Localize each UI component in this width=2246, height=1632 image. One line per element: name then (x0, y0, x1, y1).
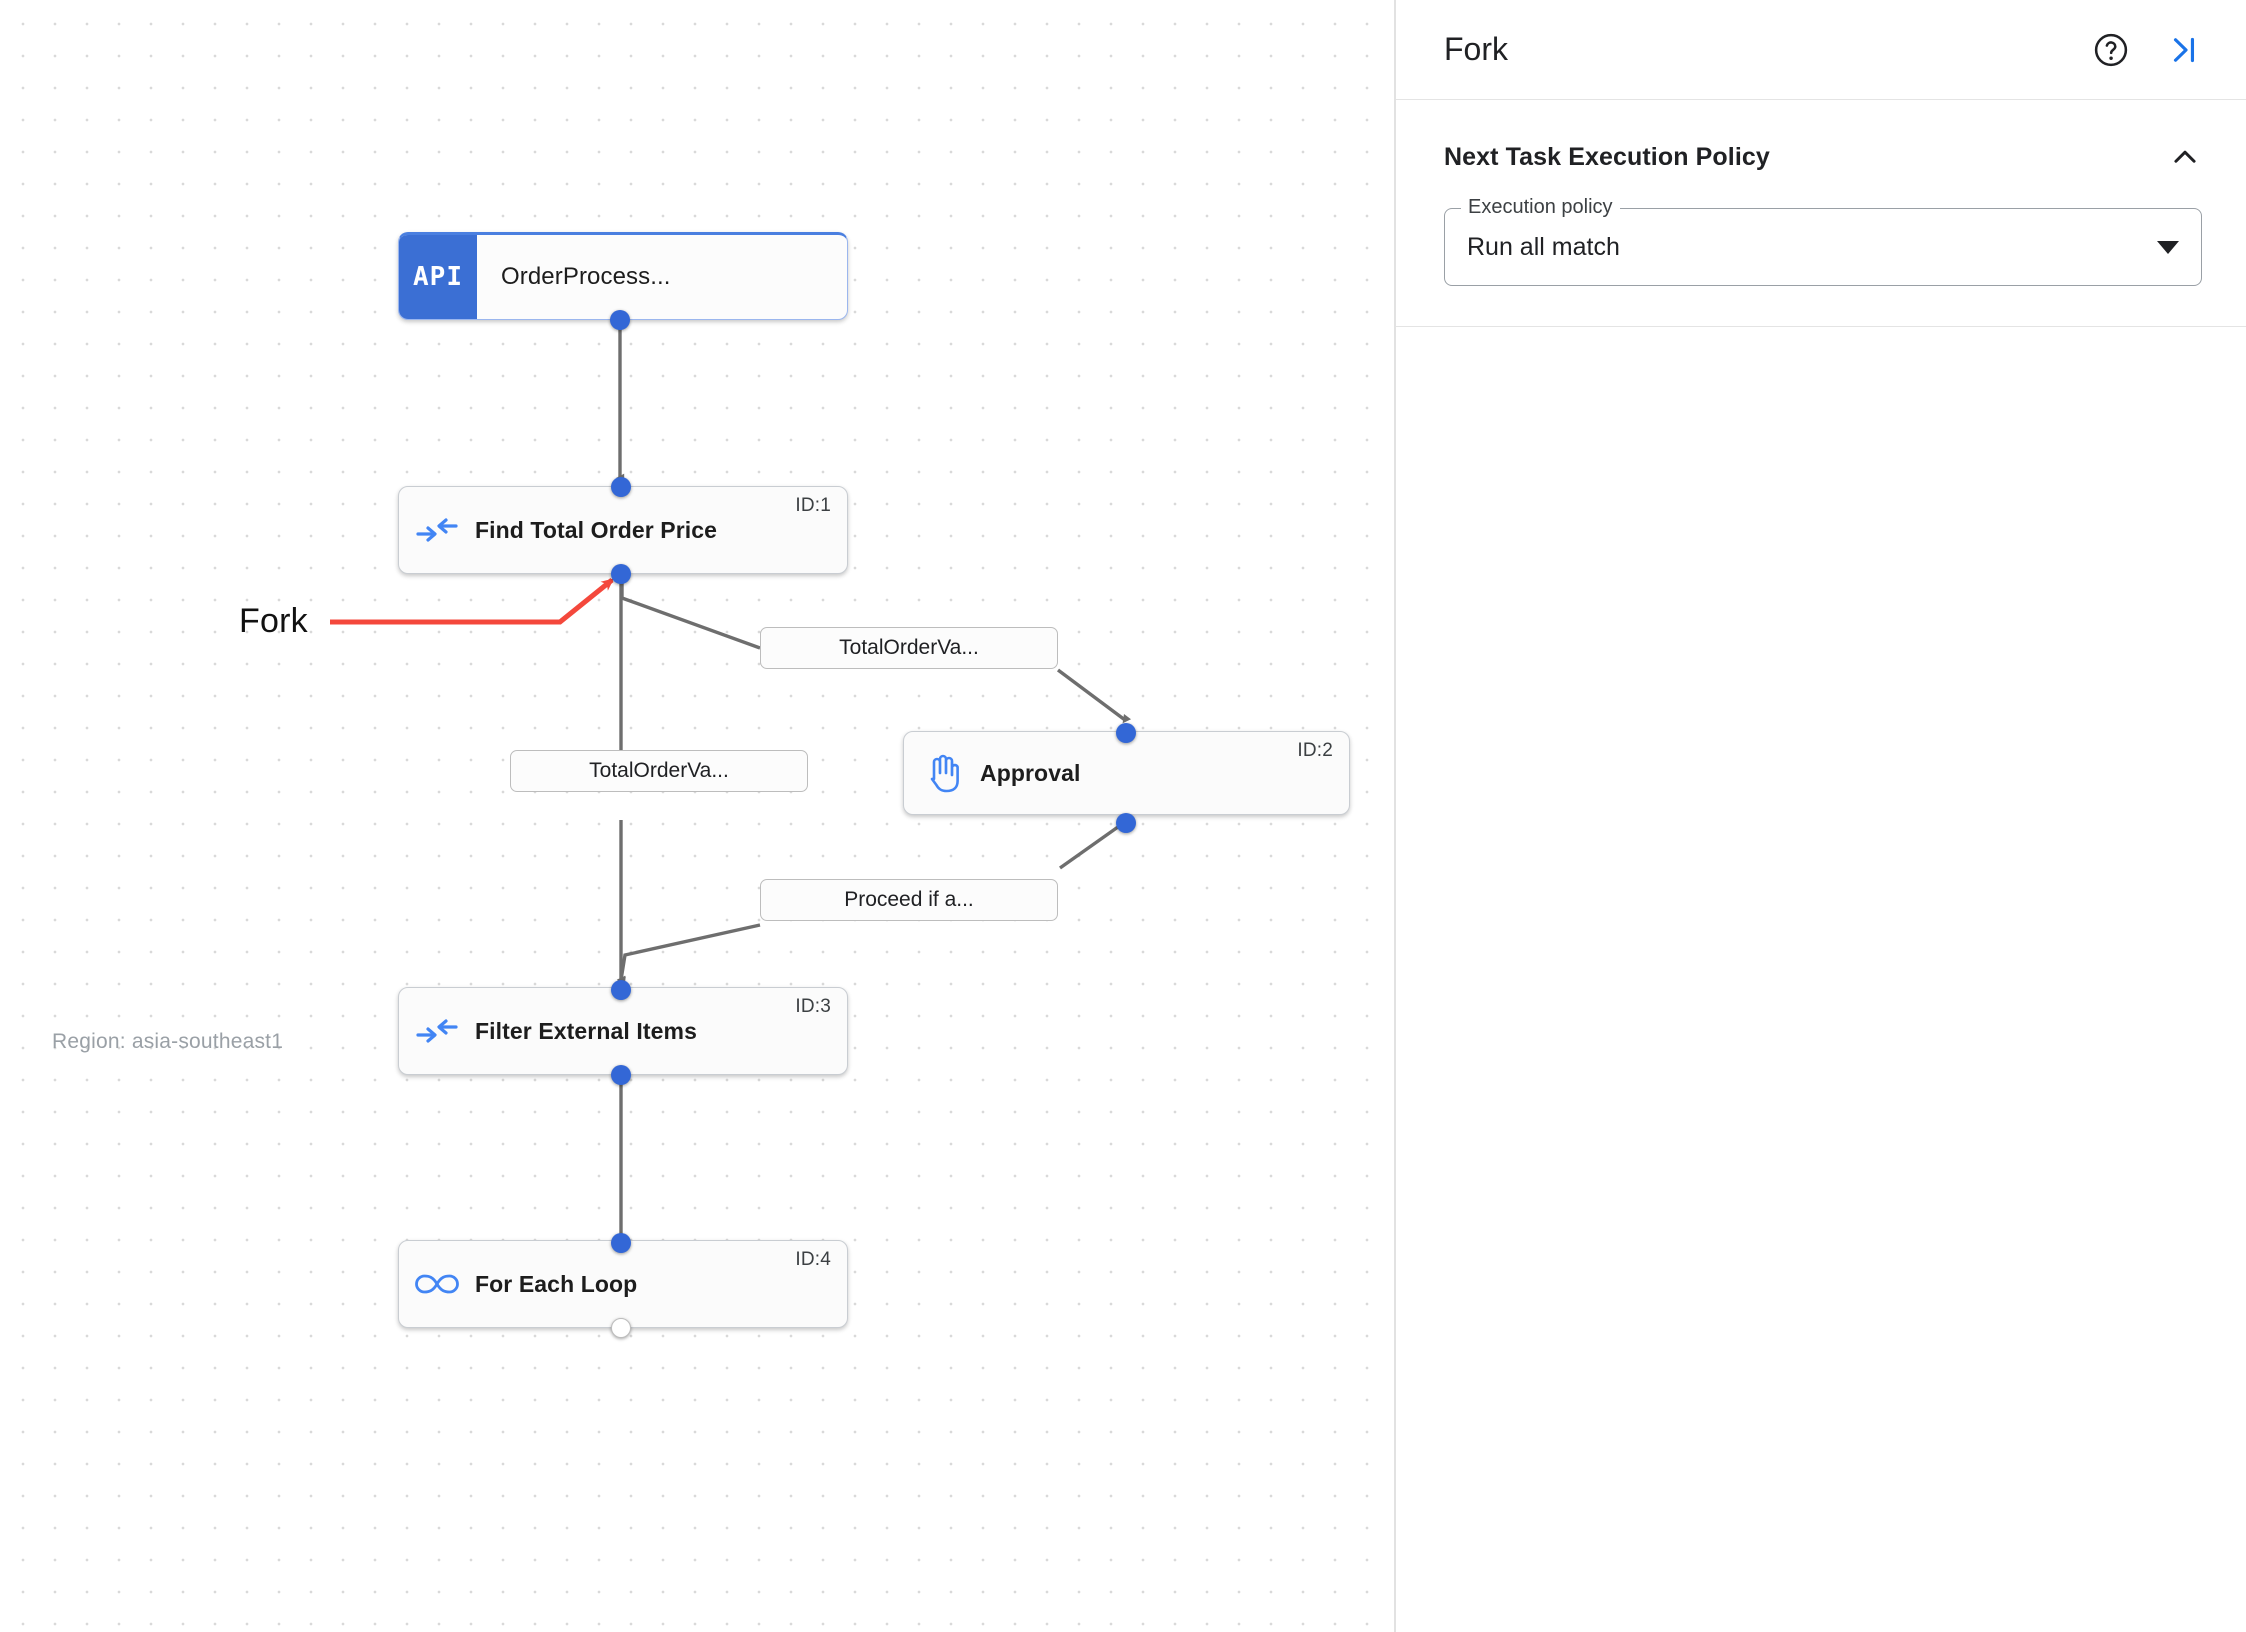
node-id-badge: ID:2 (1297, 740, 1333, 761)
raised-hand-icon (904, 753, 980, 793)
section-title: Next Task Execution Policy (1444, 142, 1770, 171)
node-for-each-loop[interactable]: For Each Loop ID:4 (398, 1240, 848, 1328)
node-input-dot-approval[interactable] (1116, 723, 1136, 743)
properties-panel: Fork Next Task Execution Policy (1396, 0, 2246, 1632)
node-filter-external-items[interactable]: Filter External Items ID:3 (398, 987, 848, 1075)
node-title: Approval (980, 759, 1081, 786)
node-id-badge: ID:3 (795, 996, 831, 1017)
workflow-canvas[interactable]: Fork API OrderProcess... Find T (0, 0, 1396, 1632)
node-input-dot-task3[interactable] (611, 980, 631, 1000)
node-output-dot-approval[interactable] (1116, 813, 1136, 833)
merge-arrows-icon (399, 517, 475, 543)
chevron-up-icon[interactable] (2168, 140, 2202, 174)
node-id-badge: ID:4 (795, 1249, 831, 1270)
help-circle-icon[interactable] (2084, 23, 2138, 77)
annotation-arrow (330, 578, 614, 625)
node-title: OrderProcess... (501, 263, 671, 290)
panel-header: Fork (1396, 0, 2246, 100)
api-icon: API (399, 235, 477, 319)
node-output-dot-task4[interactable] (611, 1318, 631, 1338)
edge-label-condition-direct[interactable]: TotalOrderVa... (510, 750, 808, 792)
node-title: Find Total Order Price (475, 516, 718, 543)
next-task-execution-policy-section: Next Task Execution Policy Execution pol… (1396, 100, 2246, 327)
collapse-panel-icon[interactable] (2156, 23, 2210, 77)
node-find-total-order-price[interactable]: Find Total Order Price ID:1 (398, 486, 848, 574)
execution-policy-select[interactable]: Execution policy Run all match (1444, 196, 2202, 286)
edge-proceed-label-to-task3 (617, 923, 761, 986)
node-approval[interactable]: Approval ID:2 (903, 731, 1350, 815)
node-input-dot-task1[interactable] (611, 477, 631, 497)
execution-policy-label: Execution policy (1461, 196, 1620, 219)
edge-task1-to-approval (620, 578, 761, 650)
fork-annotation-label: Fork (239, 602, 308, 640)
node-output-dot-trigger[interactable] (610, 310, 630, 330)
node-id-badge: ID:1 (795, 495, 831, 516)
edge-connector-layer (330, 322, 1132, 1243)
node-input-dot-task4[interactable] (611, 1233, 631, 1253)
section-header[interactable]: Next Task Execution Policy (1444, 140, 2202, 174)
caret-down-icon[interactable] (2157, 240, 2179, 254)
node-title: Filter External Items (475, 1017, 697, 1044)
edge-approval-label-to-approval (1056, 668, 1132, 724)
infinity-icon (399, 1272, 475, 1296)
merge-arrows-icon (399, 1018, 475, 1044)
node-order-process-trigger[interactable]: API OrderProcess... (398, 232, 848, 320)
execution-policy-value: Run all match (1467, 232, 1620, 261)
node-output-dot-task1[interactable] (611, 564, 631, 584)
panel-title: Fork (1444, 31, 1508, 67)
region-label: Region: asia-southeast1 (52, 1030, 284, 1053)
node-output-dot-task3[interactable] (611, 1065, 631, 1085)
node-title: For Each Loop (475, 1270, 638, 1297)
edge-label-condition-proceed[interactable]: Proceed if a... (760, 879, 1058, 921)
edge-label-condition-approval[interactable]: TotalOrderVa... (760, 627, 1058, 669)
edge-approval-to-proceed-label (1059, 820, 1126, 870)
